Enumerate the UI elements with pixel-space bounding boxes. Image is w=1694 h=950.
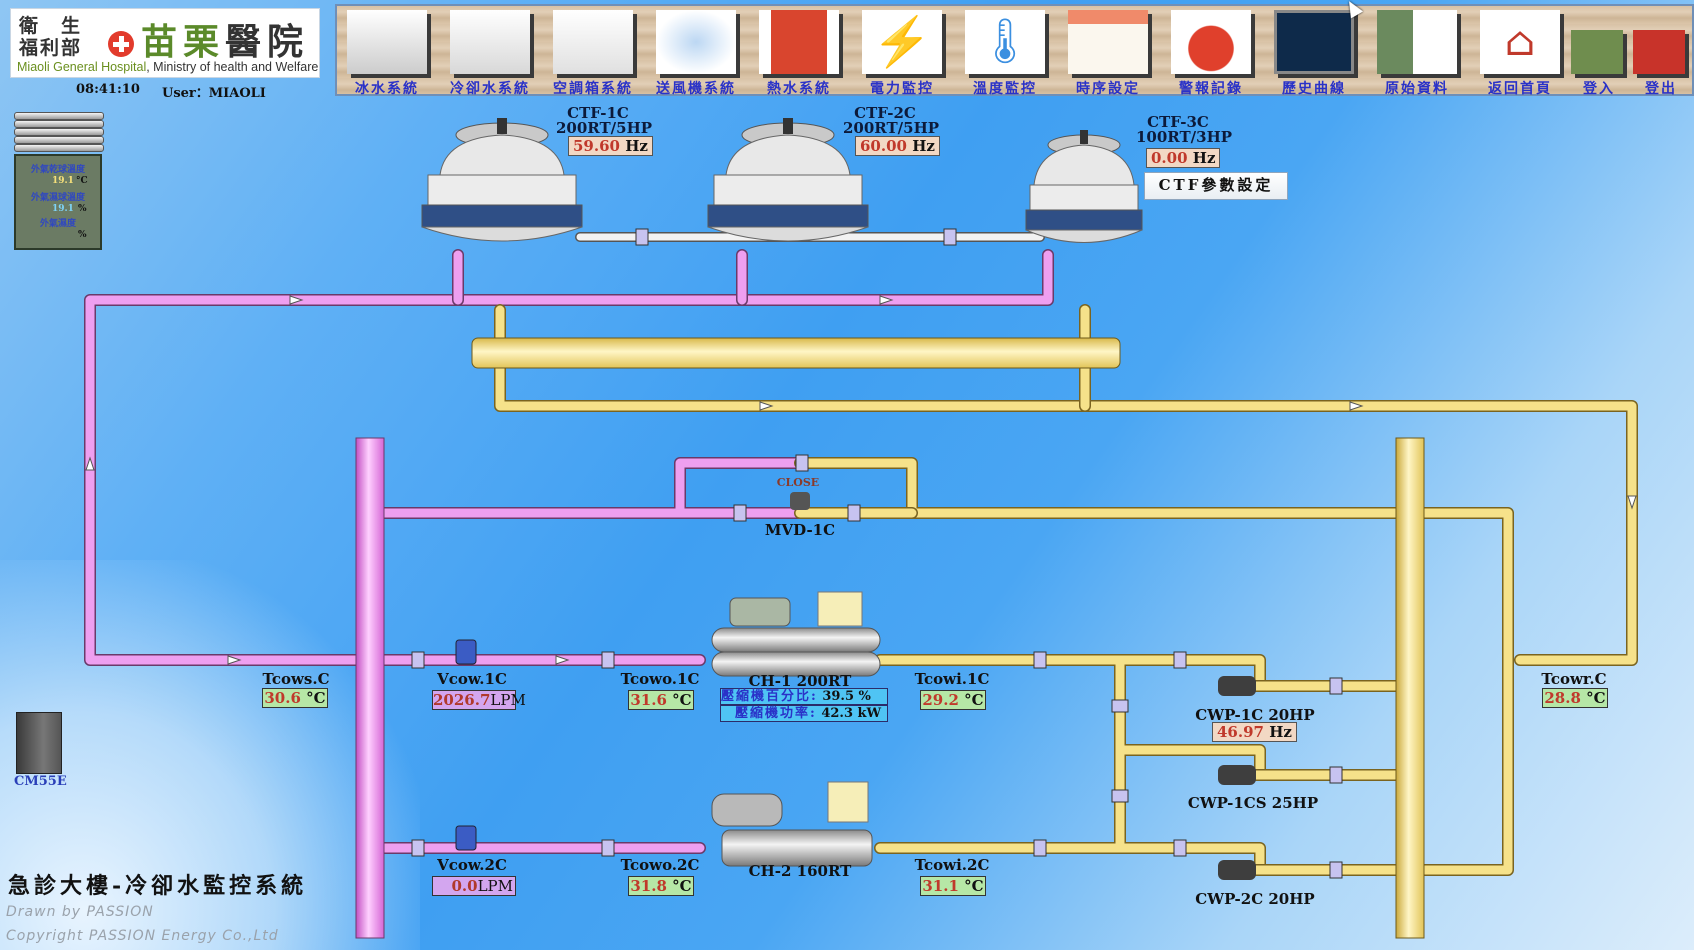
tcowi-1c-value: 29.2 °C bbox=[920, 690, 986, 710]
page-title: 急診大樓-冷卻水監控系統 bbox=[8, 873, 308, 899]
tcowo-1c-value: 31.6 °C bbox=[628, 690, 694, 710]
tcowr-value: 28.8 °C bbox=[1542, 688, 1608, 708]
thermometer-icon: 🌡 bbox=[965, 10, 1045, 74]
vcow-1c-value: 2026.7LPM bbox=[432, 690, 526, 710]
home-icon: ⌂ bbox=[1480, 10, 1560, 74]
blower-fan-icon bbox=[656, 10, 736, 74]
water-heater-icon bbox=[759, 10, 839, 74]
ctf-2c-frequency: 60.00 Hz bbox=[855, 136, 940, 156]
cooling-tower-icon bbox=[450, 10, 530, 74]
ctf-3c-frequency: 0.00 Hz bbox=[1146, 148, 1221, 168]
key-icon bbox=[1571, 30, 1623, 74]
hospital-logo: 衛 生福利部 苗栗醫院 Miaoli General Hospital, Min… bbox=[10, 8, 320, 78]
tcowo-2c-value: 31.8 °C bbox=[628, 876, 694, 896]
vcow-2c-label: Vcow.2C bbox=[437, 856, 507, 874]
tcowi-2c-label: Tcowi.2C bbox=[914, 856, 990, 874]
humidity-label: 外氣濕度 bbox=[39, 219, 76, 229]
tcowi-2c-value: 31.1 °C bbox=[920, 876, 986, 896]
ch-1-name: CH-1 200RT bbox=[748, 672, 852, 690]
cooling-tower-1 bbox=[421, 118, 583, 242]
nav-temperature[interactable]: 🌡溫度監控 bbox=[957, 8, 1053, 97]
tcows-value: 30.6 °C bbox=[262, 688, 328, 708]
tcowi-1c-label: Tcowi.1C bbox=[914, 670, 990, 688]
current-user: User：MIAOLI bbox=[162, 86, 266, 101]
motorized-valve-icon[interactable] bbox=[790, 492, 810, 510]
nav-raw-data[interactable]: 原始資料 bbox=[1369, 8, 1465, 97]
mvd-1c-status: CLOSE bbox=[776, 476, 820, 489]
drawn-by: Drawn by PASSION bbox=[6, 904, 154, 920]
nav-air-handler[interactable]: 空調箱系統 bbox=[545, 8, 641, 97]
nav-alarm-log[interactable]: 警報記錄 bbox=[1163, 8, 1259, 97]
ch-1-compressor-load: 壓縮機百分比: 39.5 % bbox=[720, 688, 888, 705]
nav-home[interactable]: ⌂返回首頁 bbox=[1472, 8, 1568, 97]
dry-bulb-label: 外氣乾球溫度 bbox=[30, 165, 85, 175]
tcowo-2c-label: Tcowo.2C bbox=[620, 856, 700, 874]
trend-monitor-icon bbox=[1274, 10, 1354, 74]
wet-bulb-label: 外氣濕球溫度 bbox=[30, 193, 85, 203]
ch-2-name: CH-2 160RT bbox=[748, 862, 852, 880]
logout-button[interactable]: 登出 bbox=[1629, 8, 1693, 97]
nav-history-trend[interactable]: 歷史曲線 bbox=[1266, 8, 1362, 97]
background-glow bbox=[0, 560, 420, 950]
ch-1-compressor-power: 壓縮機功率: 42.3 kW bbox=[720, 705, 888, 722]
controller-name: CM55E bbox=[14, 774, 67, 789]
login-button[interactable]: 登入 bbox=[1567, 8, 1631, 97]
vcow-2c-value: 0.0LPM bbox=[432, 876, 516, 896]
calendar-icon bbox=[1068, 10, 1148, 74]
nav-hot-water[interactable]: 熱水系統 bbox=[751, 8, 847, 97]
hospital-english-name: Miaoli General Hospital, Ministry of hea… bbox=[17, 60, 319, 74]
cwp-1c-name: CWP-1C 20HP bbox=[1195, 706, 1315, 724]
tcowo-1c-label: Tcowo.1C bbox=[620, 670, 700, 688]
ctf-1c-frequency: 59.60 Hz bbox=[568, 136, 653, 156]
weather-station: 外氣乾球溫度 19.1 °C 外氣濕球溫度 19.1 % 外氣濕度 % bbox=[14, 112, 104, 250]
red-cross-icon bbox=[108, 31, 134, 57]
ctf-settings-button[interactable]: CTF參數設定 bbox=[1144, 172, 1288, 200]
cwp-1cs-name: CWP-1CS 25HP bbox=[1187, 794, 1319, 812]
nav-chilled-water[interactable]: 冰水系統 bbox=[339, 8, 435, 97]
nav-power[interactable]: ⚡電力監控 bbox=[854, 8, 950, 97]
tcowr-label: Tcowr.C bbox=[1541, 670, 1607, 688]
chiller-icon bbox=[347, 10, 427, 74]
excel-export-icon bbox=[1377, 10, 1457, 74]
cwp-2c-name: CWP-2C 20HP bbox=[1195, 890, 1315, 908]
controller-icon[interactable] bbox=[16, 712, 62, 774]
cwp-1c-frequency: 46.97 Hz bbox=[1212, 722, 1297, 742]
nav-toolbar: 冰水系統 冷卻水系統 空調箱系統 送風機系統 熱水系統 ⚡電力監控 🌡溫度監控 … bbox=[335, 4, 1694, 97]
ministry-logo-text: 衛 生福利部 bbox=[19, 15, 83, 59]
nav-blower[interactable]: 送風機系統 bbox=[648, 8, 744, 97]
lightning-icon: ⚡ bbox=[862, 10, 942, 74]
copyright: Copyright PASSION Energy Co.,Ltd bbox=[6, 928, 279, 944]
clock: 08:41:10 bbox=[76, 82, 140, 97]
nav-cooling-water[interactable]: 冷卻水系統 bbox=[442, 8, 538, 97]
lock-icon bbox=[1633, 30, 1685, 74]
mvd-1c-name: MVD-1C bbox=[764, 521, 836, 539]
dry-bulb-value: 19.1 bbox=[52, 176, 74, 186]
air-handler-icon bbox=[553, 10, 633, 74]
wet-bulb-value: 19.1 bbox=[52, 204, 74, 214]
nav-schedule[interactable]: 時序設定 bbox=[1060, 8, 1156, 97]
vcow-1c-label: Vcow.1C bbox=[437, 670, 507, 688]
tcows-label: Tcows.C bbox=[262, 670, 330, 688]
hospital-name: 苗栗醫院 bbox=[141, 21, 310, 63]
alarm-beacon-icon bbox=[1171, 10, 1251, 74]
